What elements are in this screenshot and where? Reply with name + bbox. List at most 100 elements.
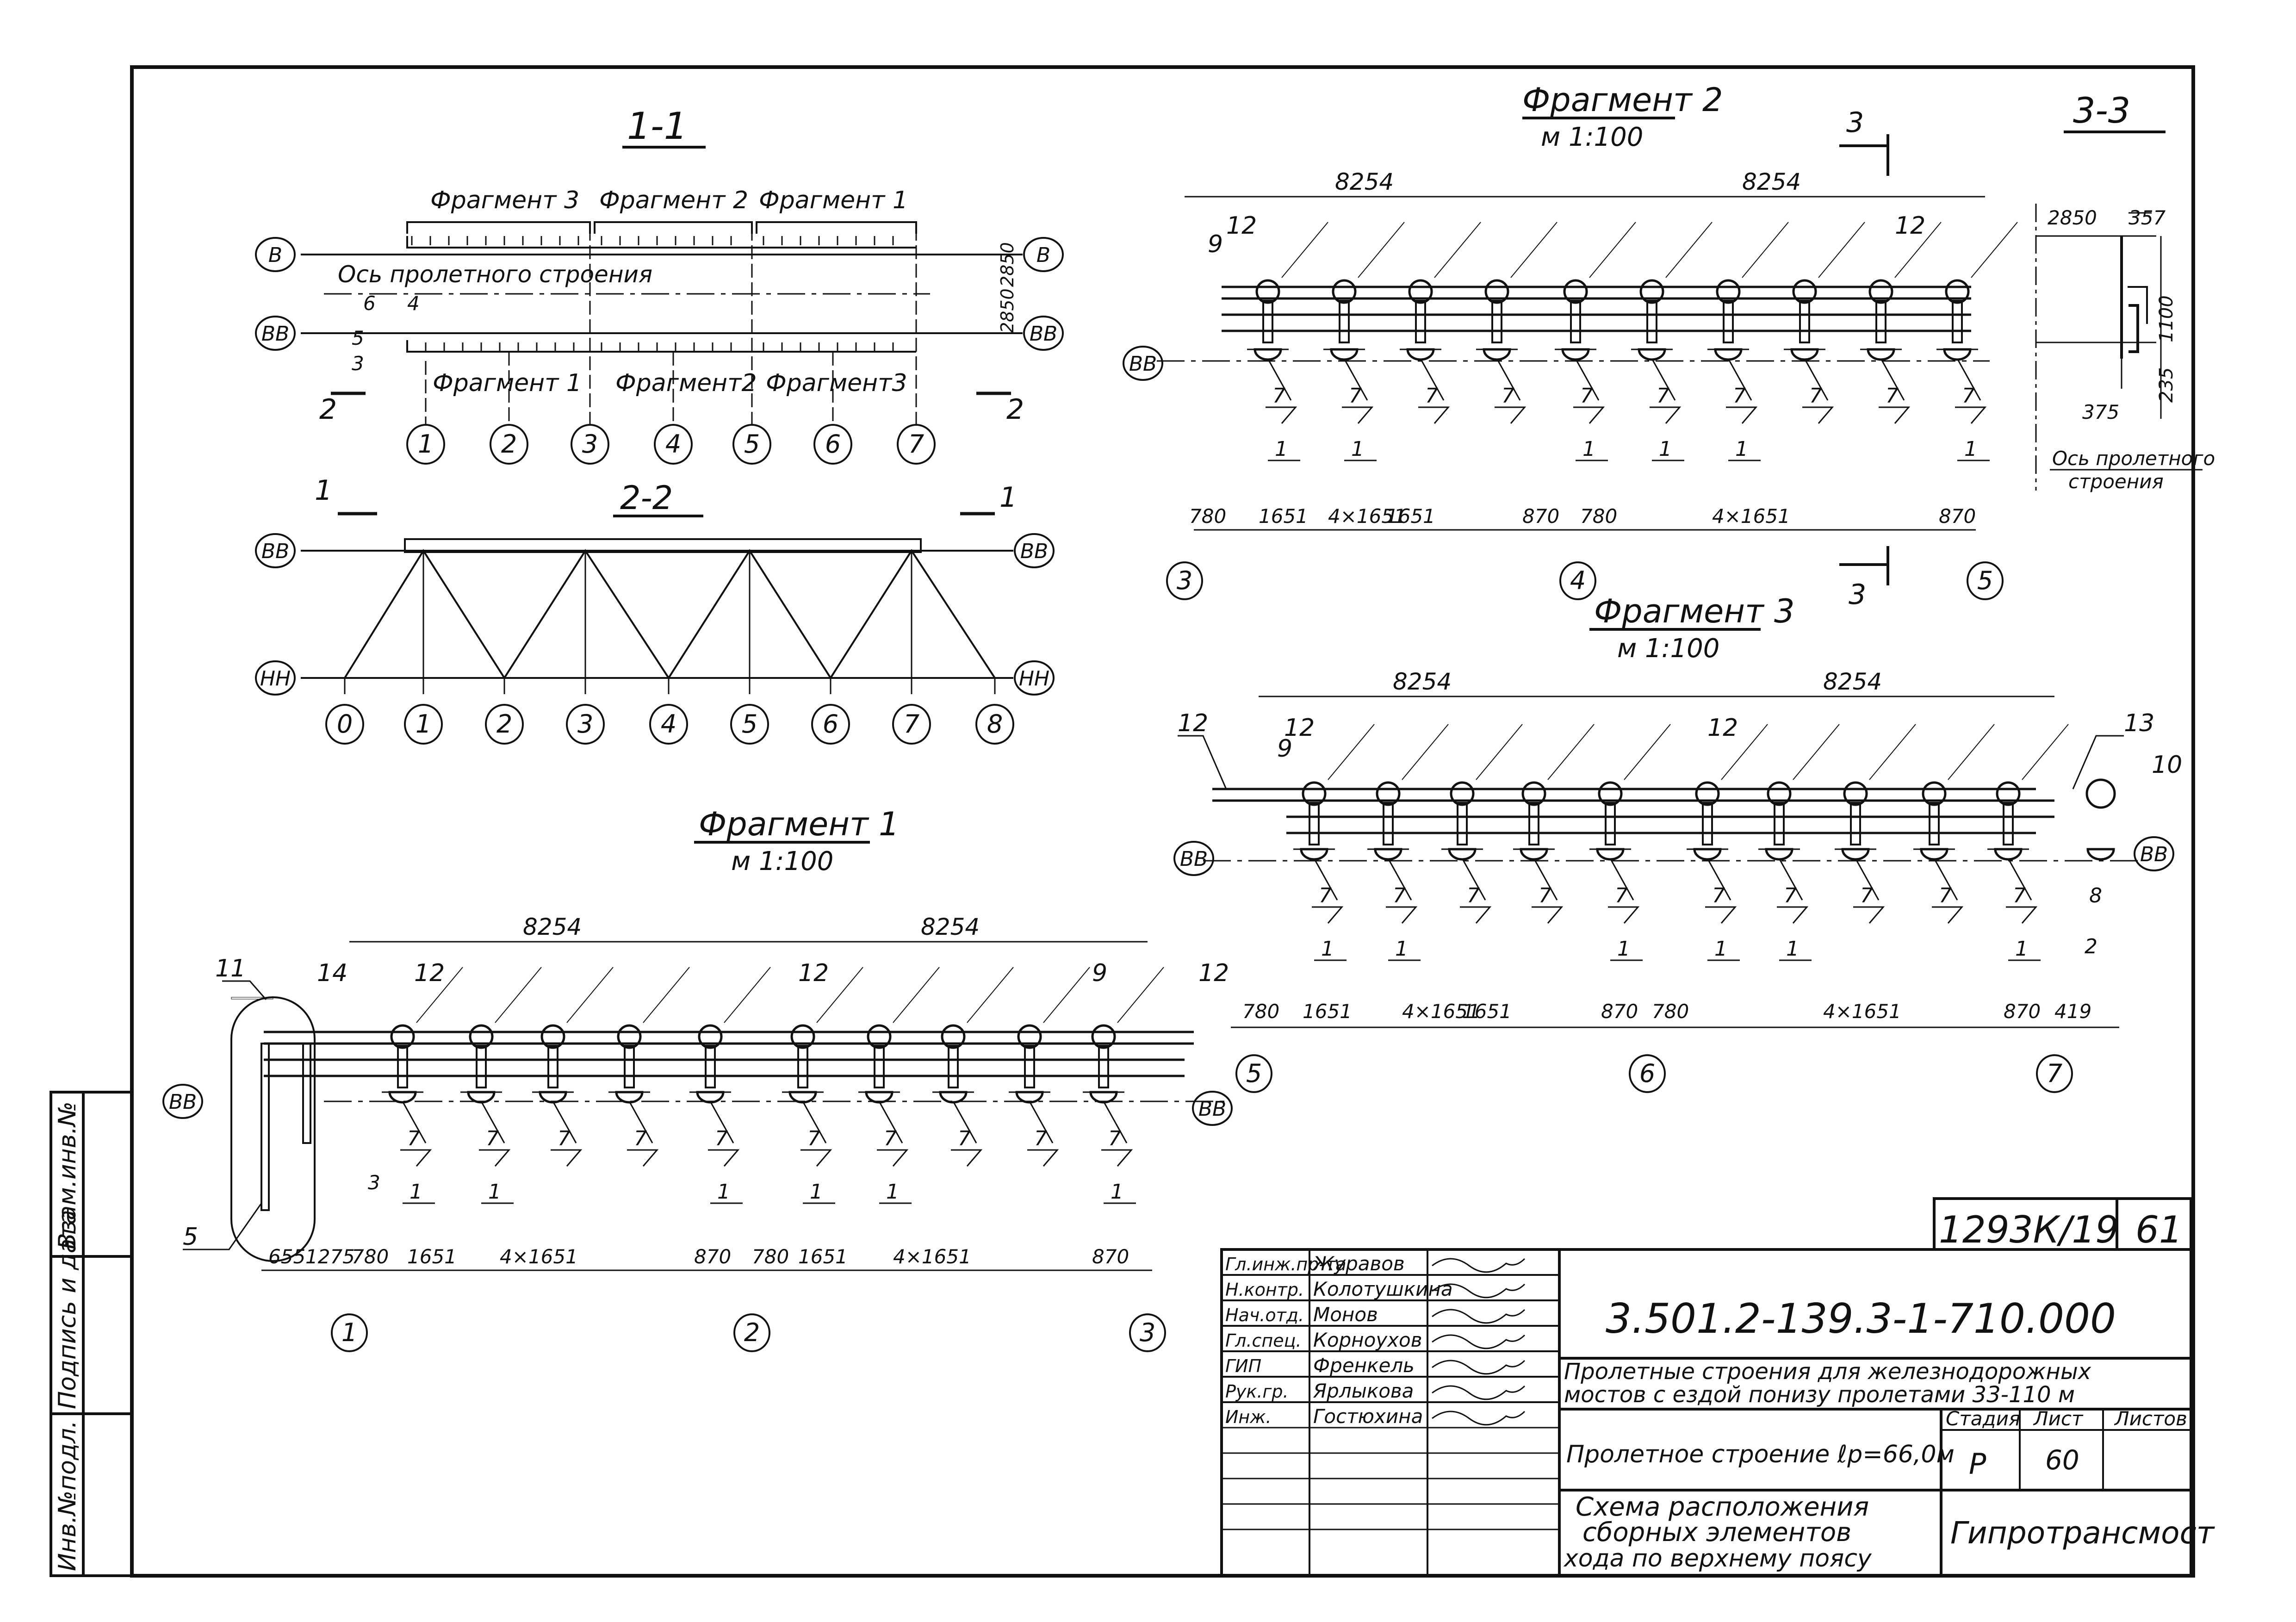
f2-dim-4: 870 (1522, 505, 1559, 528)
stamp-person-7: Гостюхина (1313, 1405, 1423, 1428)
s11-node-1-label: 1 (418, 429, 434, 459)
f1-dim-4: 1651 (407, 1245, 457, 1268)
f3-mark-1-b: 1 (1321, 937, 1334, 961)
s11-node-1: 1 (406, 424, 445, 465)
f1-mark-1-b: 1 (410, 1180, 422, 1204)
f1-span-2: 8254 (921, 914, 980, 940)
f2-cut-bot: 3 (1849, 578, 1866, 611)
s22-axis-left-nn-label: НН (260, 667, 291, 690)
f1-member-6: 71 (782, 967, 863, 1204)
f2-scale: м 1:100 (1541, 122, 1643, 152)
f2-node-4-label: 4 (1570, 566, 1586, 595)
f1-member-3: 7 (532, 967, 614, 1167)
f3-mark-4-a: 7 (1539, 884, 1551, 907)
f1-mark-12c: 12 (1198, 959, 1229, 987)
f3-scale: м 1:100 (1617, 634, 1719, 664)
side-stamp-1: Взам.инв.№ (54, 1101, 81, 1249)
s11-mark-5: 5 (352, 327, 364, 349)
f2-mark-9: 9 (1208, 230, 1223, 258)
f3-node-6-label: 6 (1639, 1059, 1655, 1088)
s22-node-5-label: 5 (742, 709, 757, 739)
side-stamp-2: Подпись и дата (54, 1210, 81, 1409)
f2-mark-7-a: 7 (1733, 384, 1746, 408)
s22-cut-right: 1 (999, 481, 1017, 514)
stamp-signature-4 (1432, 1334, 1526, 1349)
f3-dim-3: 4×1651 (1402, 1000, 1480, 1023)
s11-dims-right: 2850 (997, 288, 1018, 333)
f1-mark-5-a: 7 (715, 1127, 728, 1150)
s11-frag-bot-2: Фрагмент2 (615, 369, 757, 397)
s11-axis-left-bb-label: ВВ (261, 322, 289, 346)
f2-member-5: 71 (1555, 222, 1636, 461)
s22-axis-right-bb-label: ВВ (1020, 540, 1048, 563)
section-1-1-title: 1-1 (627, 105, 688, 148)
s11-axis-right-bb-label: ВВ (1030, 322, 1057, 346)
f2-node-4: 4 (1559, 561, 1596, 600)
s22-axis-left-bb: ВВ (255, 533, 296, 568)
s11-axis-right-bb: ВВ (1023, 316, 1064, 351)
f2-dim-6: 1651 (1386, 505, 1435, 528)
stamp-person-6: Ярлыкова (1313, 1380, 1414, 1402)
stamp-signature-5 (1432, 1360, 1526, 1375)
f2-mark-9-a: 7 (1886, 384, 1899, 408)
stamp-signature-6 (1432, 1385, 1526, 1400)
f2-mark-7-b: 1 (1735, 437, 1748, 461)
f1-dim-2: 1275 (305, 1245, 355, 1268)
s33-dim-1100: 1100 (2156, 295, 2177, 342)
f1-dim-3: 780 (352, 1245, 389, 1268)
s11-mark-6: 6 (363, 292, 376, 315)
f3-dim-4: 870 (1601, 1000, 1638, 1023)
f2-member-8: 7 (1784, 222, 1865, 424)
s11-node-7-label: 7 (908, 429, 924, 459)
f2-member-3: 7 (1400, 222, 1481, 424)
f3-axis-right: ВВ (2134, 836, 2174, 871)
s11-node-3-label: 3 (582, 429, 598, 459)
f1-node-3: 3 (1129, 1313, 1166, 1352)
f3-member-8: 7 (1835, 724, 1916, 924)
s11-node-5-label: 5 (744, 429, 760, 459)
f3-mark-2-b: 1 (1395, 937, 1408, 961)
f3-mark-10-b: 1 (2015, 937, 2028, 961)
f3-mark-2-a: 7 (1393, 884, 1406, 907)
f1-mark-9-a: 7 (1034, 1127, 1047, 1150)
f1-mark-4-a: 7 (634, 1127, 647, 1150)
f3-mark-5-a: 7 (1615, 884, 1628, 907)
f2-span-1: 8254 (1335, 168, 1394, 195)
f1-axis-left-label: ВВ (169, 1090, 197, 1114)
f3-mark-3-a: 7 (1467, 884, 1480, 907)
f2-span-2: 8254 (1742, 168, 1801, 195)
s11-node-5: 5 (732, 424, 771, 465)
f3-axis-right-label: ВВ (2140, 843, 2168, 866)
f1-member-4: 7 (608, 967, 690, 1167)
f2-axis-left-label: ВВ (1129, 352, 1157, 376)
s11-node-6: 6 (813, 424, 852, 465)
f1-member-5: 71 (689, 967, 771, 1204)
f3-mark-8: 8 (2089, 884, 2102, 907)
f1-dim-8: 1651 (798, 1245, 848, 1268)
stamp-role-2: Н.контр. (1225, 1280, 1304, 1300)
f2-node-3: 3 (1166, 561, 1203, 600)
f2-mark-8-a: 7 (1809, 384, 1822, 408)
f1-mark-5: 5 (183, 1223, 198, 1251)
f1-mark-3: 3 (368, 1171, 380, 1194)
f1-mark-8-a: 7 (958, 1127, 971, 1150)
f3-axis-left: ВВ (1173, 841, 1214, 876)
f1-mark-7-b: 1 (886, 1180, 899, 1204)
f1-mark-1-a: 7 (407, 1127, 420, 1150)
s33-dim-235: 235 (2156, 367, 2177, 403)
f3-mark-9-a: 7 (1939, 884, 1952, 907)
stamp-object: Пролетное строение ℓр=66,0м (1566, 1441, 1955, 1468)
s33-dim-357: 357 (2128, 206, 2166, 229)
f2-node-5: 5 (1967, 561, 2004, 600)
f3-dim-8: 870 (2004, 1000, 2041, 1023)
stamp-stage-h: Стадия (1946, 1407, 2020, 1430)
f3-member-7: 71 (1758, 724, 1840, 961)
f1-node-1-label: 1 (341, 1318, 357, 1347)
f1-member-9: 7 (1009, 967, 1090, 1167)
f3-span-2: 8254 (1823, 668, 1882, 695)
stamp-title-2: мостов с ездой понизу пролетами 33-110 м (1564, 1382, 2075, 1408)
f1-mark-7-a: 7 (884, 1127, 897, 1150)
f1-mark-11: 11 (215, 955, 246, 982)
s22-node-0: 0 (325, 704, 364, 745)
